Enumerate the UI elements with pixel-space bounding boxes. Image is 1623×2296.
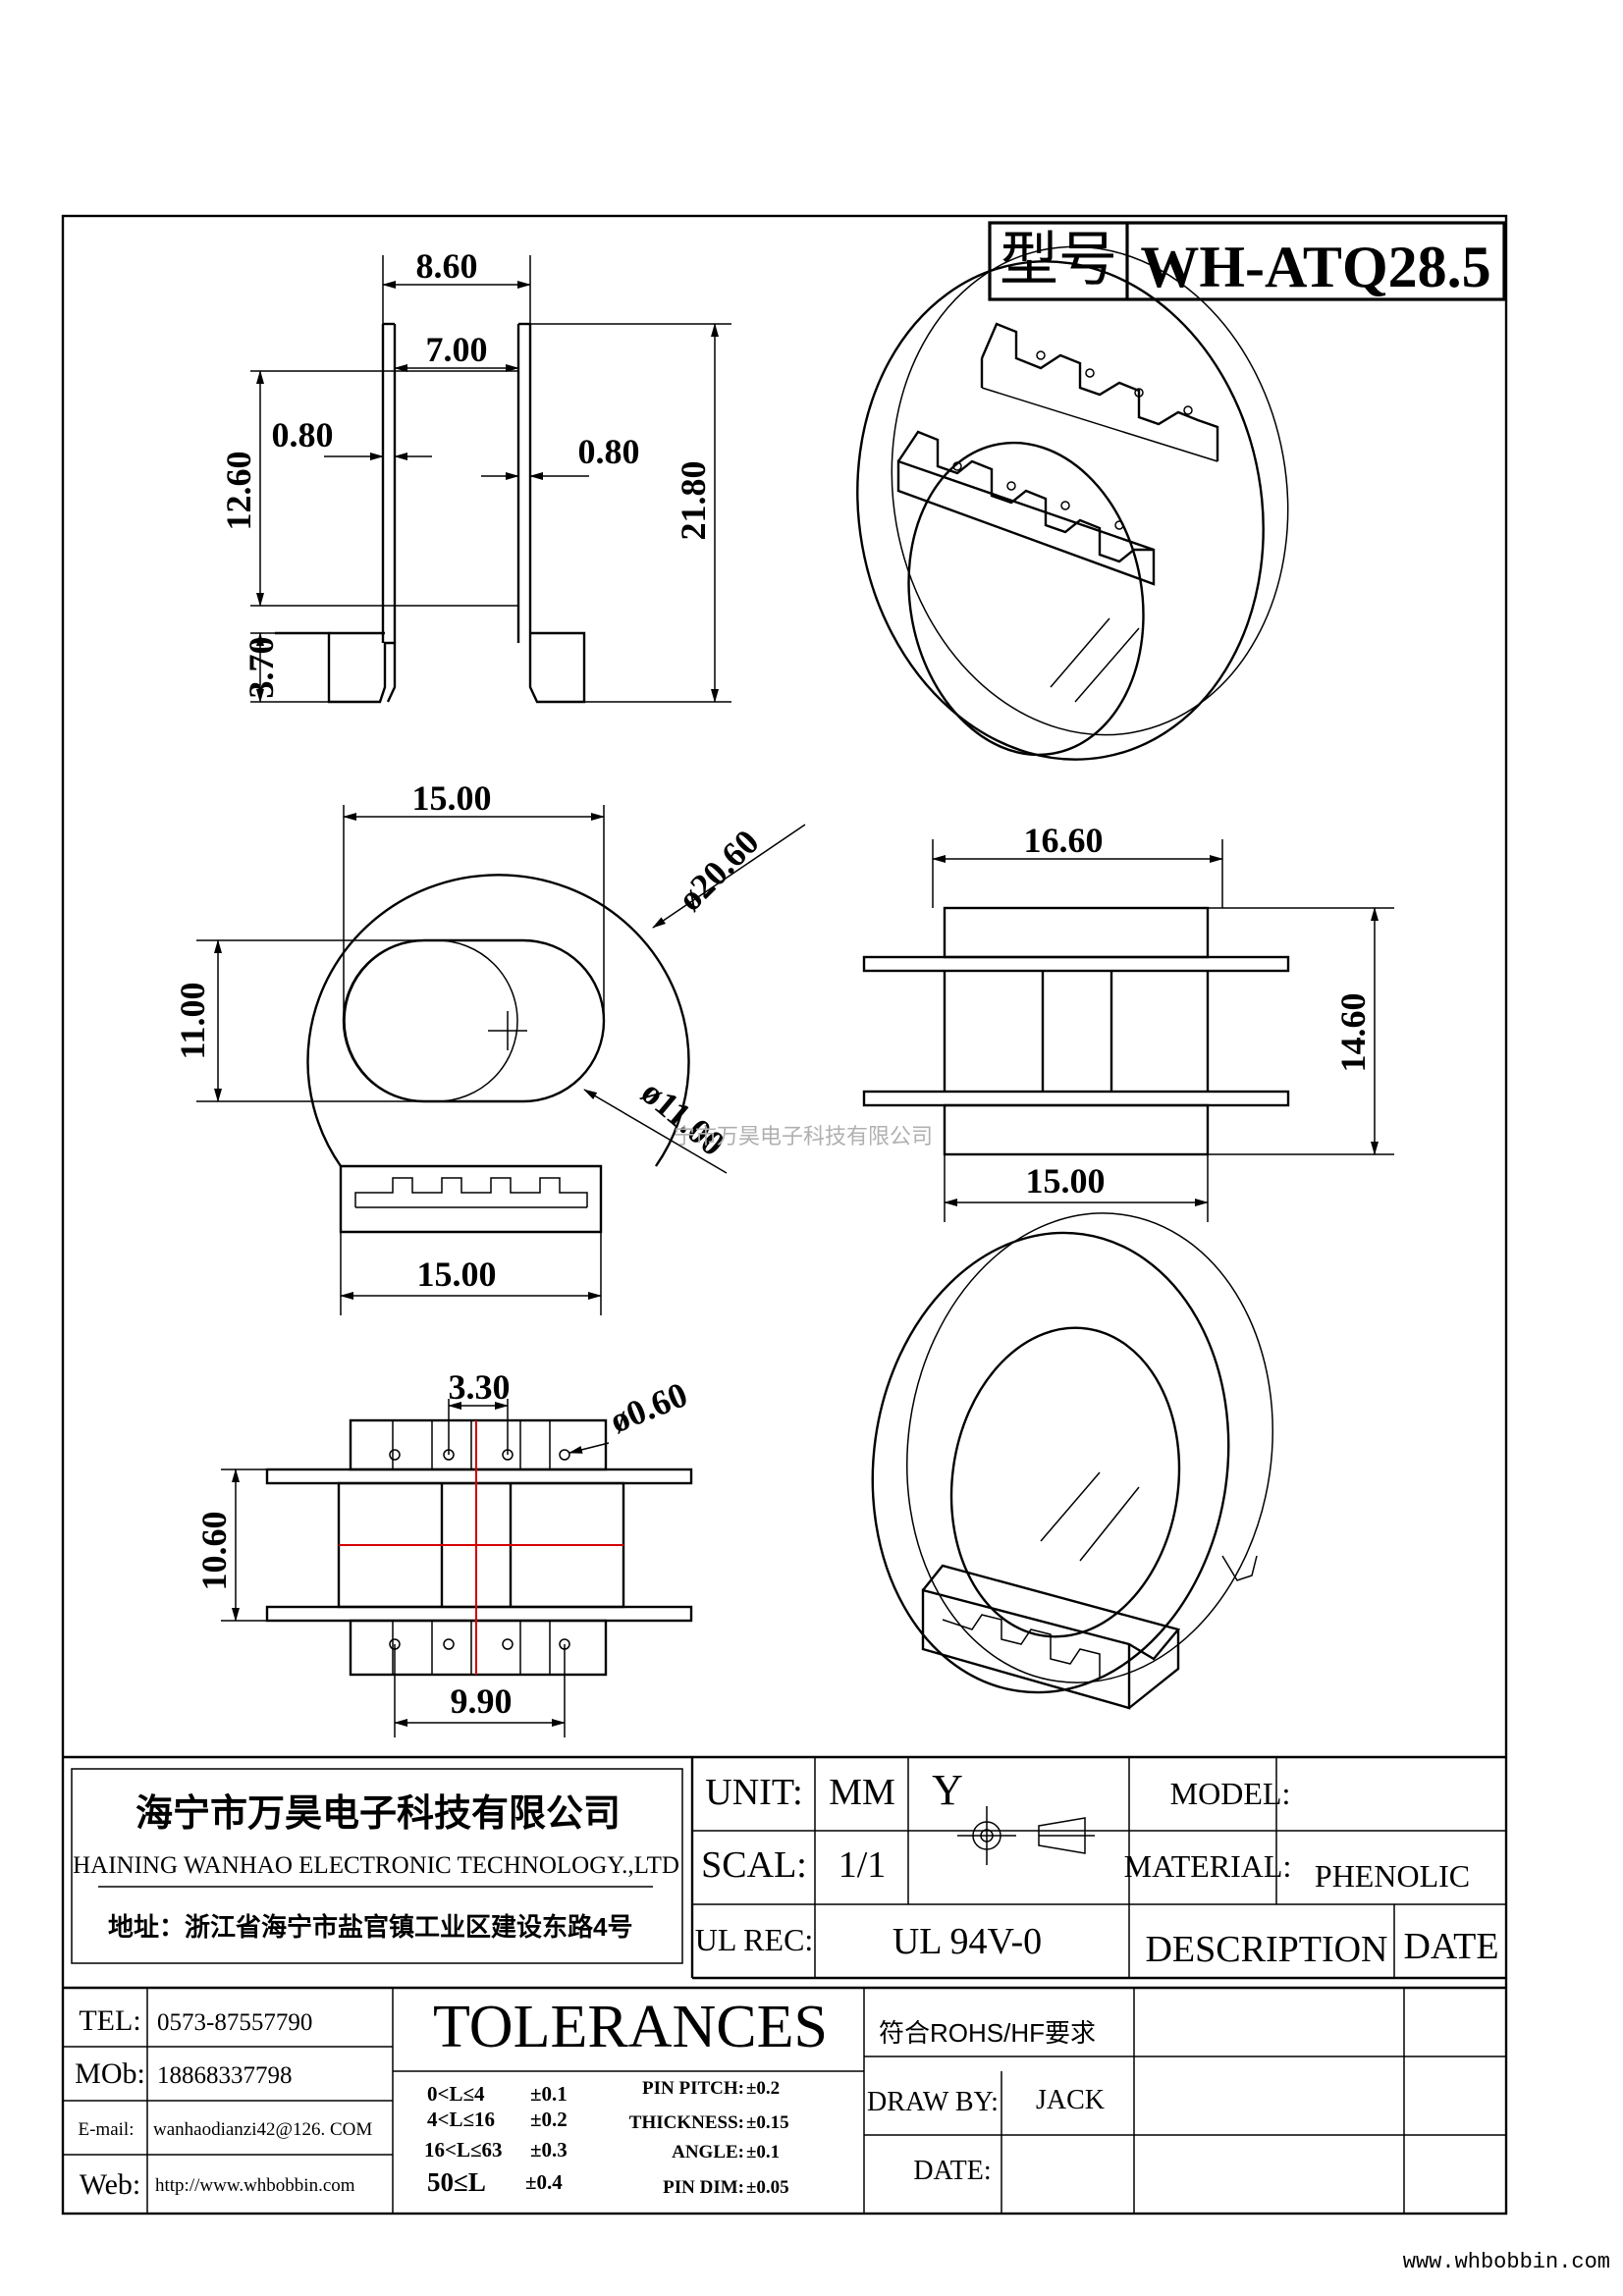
dim-bottom-pin-dia: ø0.60	[604, 1374, 692, 1440]
dim-front-width: 15.00	[412, 778, 492, 818]
dim-bottom-pin-spacing: 3.30	[449, 1367, 511, 1407]
company-address: 地址：浙江省海宁市盐官镇工业区建设东路4号	[108, 1912, 632, 1942]
watermark-corner: www.whbobbin.com	[1403, 2250, 1610, 2274]
dim-side-base-width: 15.00	[1026, 1161, 1106, 1201]
dim-top-width-inner: 7.00	[426, 330, 488, 369]
email-label: E-mail:	[79, 2119, 135, 2140]
draw-by-label: DRAW BY:	[867, 2087, 999, 2117]
dim-top-width-outer: 8.60	[416, 246, 478, 286]
company-name-en: HAINING WANHAO ELECTRONIC TECHNOLOGY.,LT…	[73, 1852, 679, 1879]
tolerances-title: TOLERANCES	[433, 1994, 828, 2060]
material-value: PHENOLIC	[1315, 1858, 1470, 1894]
email-value: wanhaodianzi42@126. COM	[153, 2119, 372, 2140]
tol-other-label-1: THICKNESS:	[629, 2112, 744, 2133]
company-name-cn: 海宁市万昊电子科技有限公司	[135, 1793, 621, 1835]
model-label: MODEL:	[1170, 1776, 1291, 1811]
tol-other-value-2: ±0.1	[746, 2142, 780, 2163]
material-label: MATERIAL:	[1124, 1848, 1292, 1884]
top-section-view: 8.60 7.00 0.80 0.80 12.60 3.70 21.80	[219, 246, 731, 704]
description-label: DESCRIPTION	[1145, 1929, 1387, 1970]
projection-symbol-icon: Y	[932, 1766, 1095, 1865]
tol-value-0: ±0.1	[530, 2082, 568, 2106]
isometric-view-top	[856, 245, 1289, 761]
unit-label: UNIT:	[705, 1772, 802, 1813]
unit-value: MM	[829, 1772, 895, 1813]
tol-other-label-0: PIN PITCH:	[642, 2078, 744, 2099]
tol-range-0: 0<L≤4	[427, 2082, 485, 2106]
dim-side-height: 14.60	[1333, 993, 1373, 1073]
tol-range-3: 50≤L	[427, 2167, 486, 2197]
draw-by-value: JACK	[1036, 2085, 1105, 2115]
dim-bottom-height: 10.60	[194, 1512, 234, 1591]
tol-range-1: 4<L≤16	[427, 2108, 495, 2131]
watermark-center: 宁市万昊电子科技有限公司	[674, 1125, 933, 1149]
web-label: Web:	[80, 2168, 141, 2201]
dim-top-wall-left: 0.80	[272, 415, 334, 454]
isometric-view-bottom	[871, 1212, 1273, 1710]
sheet-border	[61, 214, 1508, 2216]
dim-bottom-pin-span: 9.90	[451, 1682, 513, 1721]
tol-value-3: ±0.4	[525, 2170, 563, 2194]
dim-top-height-inner: 12.60	[219, 452, 258, 531]
tol-value-2: ±0.3	[530, 2138, 568, 2162]
model-header: 型号 WH-ATQ28.5	[988, 221, 1506, 301]
tol-value-1: ±0.2	[530, 2108, 568, 2131]
ul-label: UL REC:	[695, 1922, 814, 1957]
model-header-value: WH-ATQ28.5	[1140, 235, 1490, 299]
tol-other-label-3: PIN DIM:	[663, 2177, 744, 2198]
date-row-label: DATE:	[913, 2156, 991, 2186]
tol-other-value-3: ±0.05	[746, 2177, 789, 2198]
projection-label: Y	[932, 1766, 963, 1814]
rohs-note: 符合ROHS/HF要求	[879, 2018, 1096, 2048]
tel-label: TEL:	[79, 2004, 140, 2037]
tel-value: 0573-87557790	[157, 2009, 312, 2036]
dim-front-diameter: ø20.60	[670, 822, 766, 918]
dim-top-pin-height: 3.70	[242, 637, 281, 699]
dim-front-inner: ø11.00	[634, 1072, 732, 1163]
web-value: http://www.whbobbin.com	[155, 2175, 355, 2196]
scale-value: 1/1	[839, 1844, 887, 1886]
dim-top-wall-right: 0.80	[578, 432, 640, 471]
scale-label: SCAL:	[701, 1844, 807, 1886]
title-block: 海宁市万昊电子科技有限公司 HAINING WANHAO ELECTRONIC …	[63, 1755, 1506, 2214]
mob-label: MOb:	[75, 2057, 145, 2090]
tol-other-value-0: ±0.2	[746, 2078, 780, 2099]
model-header-label: 型号	[1000, 227, 1117, 293]
side-view: 16.60 15.00 14.60	[862, 821, 1394, 1222]
date-label: DATE	[1403, 1926, 1498, 1967]
dim-front-base-width: 15.00	[417, 1255, 497, 1294]
dim-front-height: 11.00	[173, 982, 212, 1059]
front-view: 15.00 11.00 ø20.60 ø11.00 15.00	[173, 778, 806, 1315]
bottom-view: 3.30 ø0.60 10.60 9.90	[194, 1367, 693, 1737]
dim-top-height-total: 21.80	[674, 461, 713, 541]
ul-value: UL 94V-0	[893, 1921, 1042, 1962]
tol-other-value-1: ±0.15	[746, 2112, 789, 2133]
tol-other-label-2: ANGLE:	[672, 2142, 744, 2163]
mob-value: 18868337798	[157, 2062, 293, 2089]
dim-side-width: 16.60	[1024, 821, 1104, 860]
tol-range-2: 16<L≤63	[424, 2138, 503, 2162]
